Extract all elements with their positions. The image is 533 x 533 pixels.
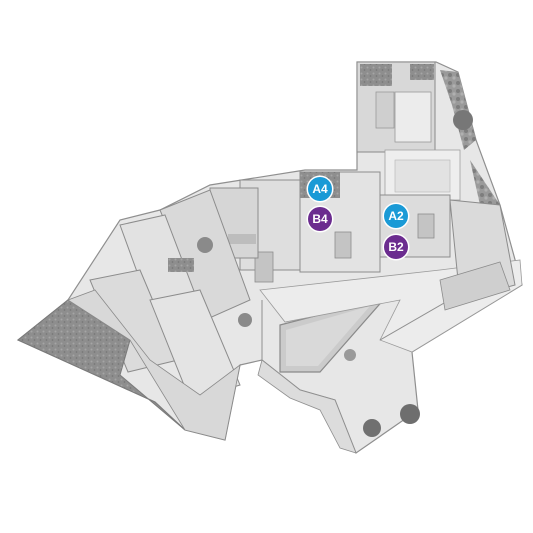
- west-wing: [89, 189, 251, 401]
- unit-marker-label: B2: [388, 240, 404, 254]
- southwest-roof: [17, 289, 241, 441]
- unit-marker-label: A4: [312, 182, 328, 196]
- unit-marker-a4[interactable]: A4: [308, 177, 332, 201]
- unit-marker-a2[interactable]: A2: [384, 204, 408, 228]
- unit-marker-b4[interactable]: B4: [308, 207, 332, 231]
- unit-marker-label: A2: [388, 209, 404, 223]
- unit-marker-b2[interactable]: B2: [384, 235, 408, 259]
- unit-marker-label: B4: [312, 212, 328, 226]
- central-courtyard: [384, 149, 461, 201]
- central-buildings: [209, 171, 451, 283]
- east-wing: [439, 199, 516, 311]
- north-tower: [356, 61, 436, 153]
